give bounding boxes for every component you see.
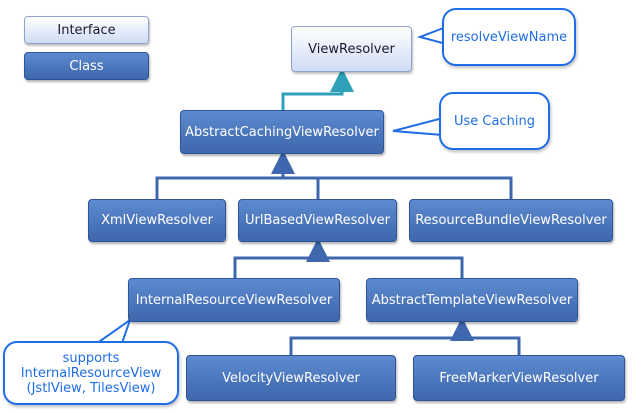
supports-note: supports InternalResourceView (JstlView,… xyxy=(3,341,179,405)
legend-class-label: Class xyxy=(69,58,104,74)
use-caching-note: Use Caching xyxy=(439,92,550,150)
freemarker-view-resolver-node: FreeMarkerViewResolver xyxy=(413,355,625,401)
url-based-view-resolver-label: UrlBasedViewResolver xyxy=(244,213,391,228)
velocity-view-resolver-node: VelocityViewResolver xyxy=(186,355,396,401)
abstract-template-view-resolver-node: AbstractTemplateViewResolver xyxy=(366,278,578,322)
view-resolver-label: ViewResolver xyxy=(308,41,395,57)
caching-subclass-connectors xyxy=(155,150,513,199)
implements-connector xyxy=(281,68,354,110)
abstract-template-view-resolver-label: AbstractTemplateViewResolver xyxy=(371,292,573,308)
abstract-caching-view-resolver-node: AbstractCachingViewResolver xyxy=(180,110,384,154)
supports-text-line-1: supports xyxy=(62,350,120,366)
template-subclass-connectors xyxy=(289,317,521,355)
resource-bundle-view-resolver-label: ResourceBundleViewResolver xyxy=(415,213,607,228)
xml-view-resolver-node: XmlViewResolver xyxy=(88,199,226,242)
supports-text-line-2: InternalResourceView xyxy=(20,365,162,381)
use-caching-text: Use Caching xyxy=(454,113,535,129)
internal-resource-view-resolver-label: InternalResourceViewResolver xyxy=(135,292,333,308)
use-caching-note-pointer xyxy=(392,116,444,137)
legend-interface: Interface xyxy=(24,16,149,44)
velocity-view-resolver-label: VelocityViewResolver xyxy=(222,370,360,386)
url-based-view-resolver-node: UrlBasedViewResolver xyxy=(238,199,397,242)
urlbased-subclass-connectors xyxy=(233,238,464,278)
legend-interface-label: Interface xyxy=(57,22,116,38)
view-resolver-node: ViewResolver xyxy=(291,26,412,72)
resolve-view-name-text: resolveViewName xyxy=(450,29,568,45)
freemarker-view-resolver-label: FreeMarkerViewResolver xyxy=(439,370,599,386)
resource-bundle-view-resolver-node: ResourceBundleViewResolver xyxy=(409,199,613,242)
legend-class: Class xyxy=(24,52,149,80)
internal-resource-view-resolver-node: InternalResourceViewResolver xyxy=(128,278,340,322)
abstract-caching-view-resolver-label: AbstractCachingViewResolver xyxy=(185,124,379,140)
resolve-view-name-note: resolveViewName xyxy=(442,8,576,66)
xml-view-resolver-label: XmlViewResolver xyxy=(101,213,213,228)
supports-text-line-3: (JstlView, TilesView) xyxy=(26,380,156,396)
